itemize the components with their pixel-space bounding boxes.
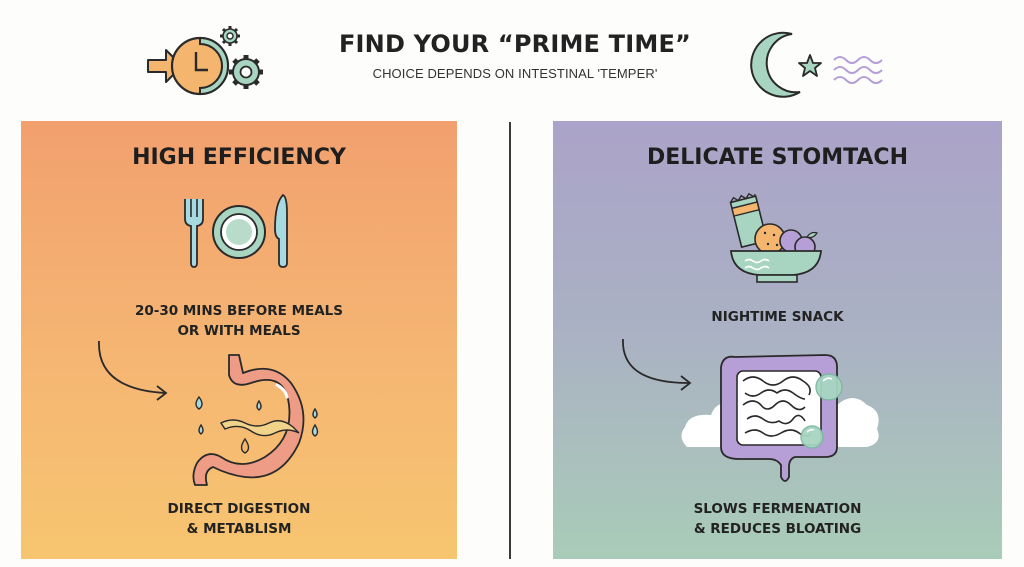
result-caption-left: DIRECT DIGESTION & METABLISM bbox=[21, 499, 457, 539]
page-subtitle: CHOICE DEPENDS ON INTESTINAL 'TEMPER' bbox=[372, 66, 658, 81]
plate-fork-knife-icon bbox=[179, 193, 299, 269]
panel-delicate-stomach: DELICATE STOMTACH NIGHTIM bbox=[553, 121, 1002, 559]
curved-arrow-icon bbox=[93, 339, 173, 403]
result-line-1: SLOWS FERMENATION bbox=[693, 501, 862, 517]
page-title: FIND YOUR “PRIME TIME” bbox=[338, 30, 692, 58]
timing-line-2: OR WITH MEALS bbox=[177, 323, 301, 339]
panel-title-left: HIGH EFFICIENCY bbox=[132, 145, 346, 170]
result-line-2: & METABLISM bbox=[186, 521, 292, 537]
stomach-digestion-icon bbox=[181, 353, 331, 489]
center-divider bbox=[509, 122, 511, 559]
result-line-2: & REDUCES BLOATING bbox=[693, 521, 862, 537]
result-line-1: DIRECT DIGESTION bbox=[167, 501, 311, 517]
timing-line-1: 20-30 MINS BEFORE MEALS bbox=[134, 303, 343, 319]
intestines-cloud-icon bbox=[677, 347, 887, 487]
timing-line-1: NIGHTIME SNACK bbox=[711, 309, 844, 325]
snack-bowl-icon bbox=[727, 189, 827, 285]
timing-caption-left: 20-30 MINS BEFORE MEALS OR WITH MEALS bbox=[21, 301, 457, 341]
clock-with-gears-icon bbox=[144, 22, 264, 102]
panel-title-right: DELICATE STOMTACH bbox=[647, 145, 908, 170]
timing-caption-right: NIGHTIME SNACK bbox=[553, 307, 1002, 327]
panel-high-efficiency: HIGH EFFICIENCY 20-30 MINS BEFORE MEALS … bbox=[21, 121, 457, 559]
curved-arrow-icon bbox=[617, 337, 697, 393]
result-caption-right: SLOWS FERMENATION & REDUCES BLOATING bbox=[553, 499, 1002, 539]
moon-star-waves-icon bbox=[750, 22, 890, 102]
